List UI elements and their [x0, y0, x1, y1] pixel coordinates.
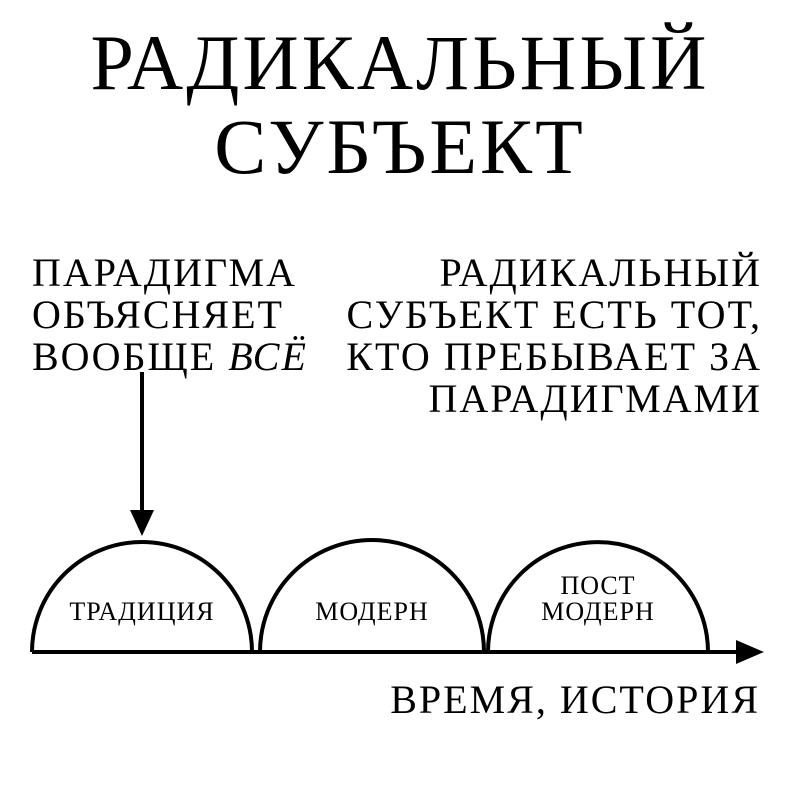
paradigm-label-modern: МОДЕРН — [315, 597, 428, 626]
pointer-arrow-head — [130, 510, 154, 536]
paradigm-label-postmodern-line-2: МОДЕРН — [541, 597, 654, 626]
left-note-line-3-prefix: ВООБЩЕ — [32, 334, 217, 379]
paradigm-dome-modern — [258, 538, 486, 653]
paradigm-dome-tradition — [30, 540, 254, 653]
radical-subject-definition-note: РАДИКАЛЬНЫЙ СУБЪЕКТ ЕСТЬ ТОТ, КТО ПРЕБЫВ… — [346, 252, 762, 420]
paradigm-dome-postmodern — [486, 540, 710, 653]
left-note-emphasis: ВСЁ — [228, 334, 308, 379]
title-line-2: СУБЪЕКТ — [214, 103, 586, 190]
paradigm-label-tradition: ТРАДИЦИЯ — [69, 597, 214, 626]
right-note-line-3: КТО ПРЕБЫВАЕТ ЗА — [346, 334, 762, 379]
paradigm-label-postmodern-line-1: ПОСТ — [560, 571, 635, 600]
time-axis-arrowhead — [736, 640, 764, 664]
right-note-line-1: РАДИКАЛЬНЫЙ — [439, 250, 762, 295]
left-note-line-2: ОБЪЯСНЯЕТ — [32, 292, 284, 337]
title-line-1: РАДИКАЛЬНЫЙ — [90, 19, 710, 106]
time-axis-label: ВРЕМЯ, ИСТОРИЯ — [390, 677, 760, 722]
left-note-line-1: ПАРАДИГМА — [32, 250, 298, 295]
left-note-line-3: ВООБЩЕ ВСЁ — [32, 336, 308, 378]
right-note-line-4: ПАРАДИГМАМИ — [428, 376, 762, 421]
right-note-line-2: СУБЪЕКТ ЕСТЬ ТОТ, — [346, 292, 762, 337]
paradigm-explains-note: ПАРАДИГМА ОБЪЯСНЯЕТ ВООБЩЕ ВСЁ — [32, 252, 308, 378]
